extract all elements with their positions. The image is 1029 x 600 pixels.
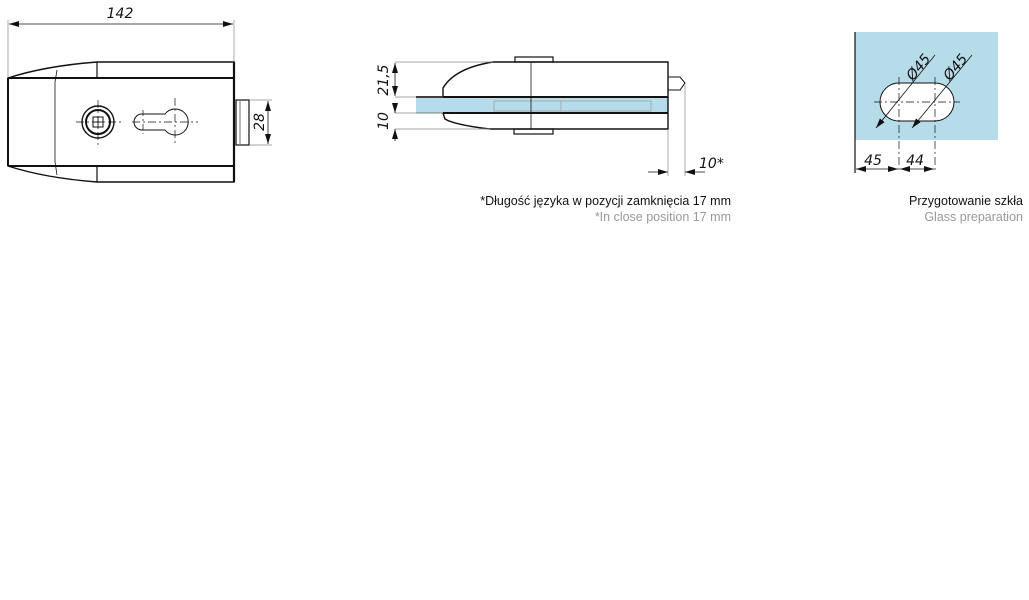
latch-tab: [235, 99, 250, 146]
height-dimension-label: 21,5: [376, 64, 392, 95]
lock-cylinder: [76, 100, 122, 145]
keyhole: [132, 98, 198, 146]
latch-tongue: [668, 76, 686, 91]
latch-dimension-label: 10*: [699, 156, 724, 172]
glass-panel: [416, 97, 668, 113]
latch-note-pl: *Długość języka w pozycji zamknięcia 17 …: [480, 194, 731, 208]
latch-note-en: *In close position 17 mm: [594, 210, 731, 224]
glass-prep-caption-en: Glass preparation: [924, 210, 1023, 224]
glass-preparation-view: [854, 32, 998, 173]
tab-dimension-label: 28: [252, 113, 268, 131]
front-view: [7, 20, 272, 183]
side-view: [392, 56, 705, 176]
width-dimension-label: 142: [107, 6, 134, 22]
edge-distance-label: 45: [864, 153, 882, 169]
glass-thickness-label: 10: [376, 112, 392, 130]
hole-spacing-label: 44: [906, 153, 924, 169]
glass-prep-caption-pl: Przygotowanie szkła: [909, 194, 1023, 208]
